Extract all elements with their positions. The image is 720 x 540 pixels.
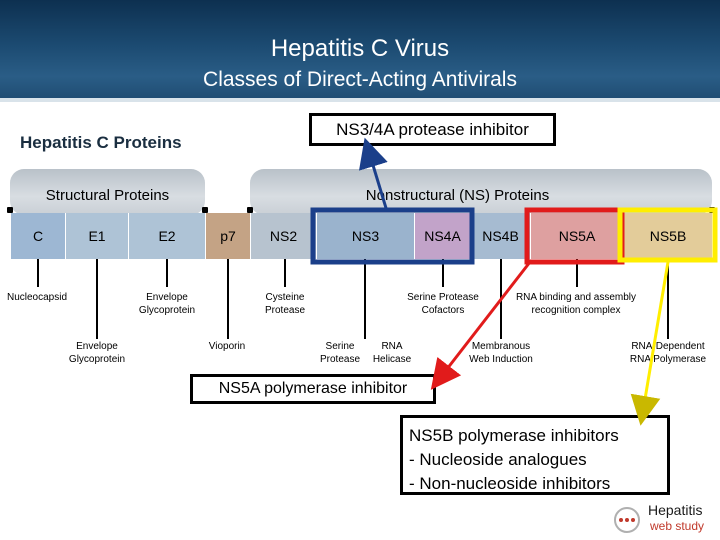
segment-start-marker	[7, 207, 13, 213]
desc-cysteine-protease: Cysteine Protease	[264, 292, 306, 316]
desc-rna-helicase: RNA Helicase	[372, 341, 412, 365]
header-banner	[0, 0, 720, 102]
tick-e2	[166, 259, 168, 287]
segment-p7: p7	[205, 213, 250, 259]
segment-ns5b: NS5B	[623, 213, 712, 259]
desc-membranous-web: Membranous Web Induction	[469, 341, 533, 365]
segment-e2: E2	[128, 213, 205, 259]
tick-ns5a	[576, 259, 578, 287]
segment-ns4b: NS4B	[470, 213, 530, 259]
segment-ns5a: NS5A	[530, 213, 623, 259]
tick-ns4a	[442, 259, 444, 287]
ns3-highlight-frame	[310, 207, 475, 265]
section-title: Hepatitis C Proteins	[20, 133, 182, 152]
ns5a-highlight-frame	[524, 207, 625, 265]
desc-rna-polymerase: RNA-Dependent RNA Polymerase	[629, 341, 707, 365]
segment-c: C	[10, 213, 65, 259]
tick-p7	[227, 259, 229, 339]
tick-ns5b	[667, 259, 669, 339]
nonstructural-proteins-band	[250, 169, 712, 215]
ns5b-callout-item: - Non-nucleoside inhibitors	[409, 474, 611, 493]
tick-ns2	[284, 259, 286, 287]
tick-ns3	[364, 259, 366, 339]
logo-name: Hepatitis	[648, 502, 703, 518]
desc-serine-protease: Serine Protease	[319, 341, 361, 365]
ns5b-callout-arrow	[630, 261, 670, 426]
ns5b-inhibitor-callout: NS5B polymerase inhibitors - Nucleoside …	[400, 415, 670, 495]
nonstructural-proteins-label: Nonstructural (NS) Proteins	[365, 187, 550, 204]
ns5b-callout-item: - Nucleoside analogues	[409, 450, 587, 469]
hepatitis-logo-icon	[614, 507, 640, 533]
tick-c	[37, 259, 39, 287]
desc-nucleocapsid: Nucleocapsid	[6, 292, 68, 303]
desc-envelope-glycoprotein-e2: Envelope Glycoprotein	[138, 292, 196, 316]
segment-marker	[247, 207, 253, 213]
segment-marker	[202, 207, 208, 213]
structural-proteins-band	[10, 169, 205, 215]
desc-envelope-glycoprotein-e1: Envelope Glycoprotein	[68, 341, 126, 365]
desc-rna-binding: RNA binding and assembly recognition com…	[515, 292, 637, 316]
header-divider	[0, 98, 720, 102]
tick-e1	[96, 259, 98, 339]
ns5b-callout-title: NS5B polymerase inhibitors	[409, 426, 619, 445]
logo-subtitle: web study	[650, 519, 705, 533]
desc-viroporin: Vioporin	[208, 341, 246, 352]
ns34a-inhibitor-callout: NS3/4A protease inhibitor	[309, 113, 556, 146]
page-subtitle: Classes of Direct-Acting Antivirals	[203, 68, 517, 91]
structural-proteins-label: Structural Proteins	[45, 187, 170, 204]
segment-e1: E1	[65, 213, 128, 259]
ns5b-highlight-frame	[617, 207, 718, 263]
page-title: Hepatitis C Virus	[270, 35, 450, 62]
ns3-callout-arrow	[359, 137, 388, 209]
segment-ns4a: NS4A	[414, 213, 470, 259]
ns5a-callout-arrow	[430, 261, 532, 390]
segment-ns3: NS3	[316, 213, 414, 259]
segment-ns2: NS2	[250, 213, 316, 259]
desc-serine-protease-cofactors: Serine Protease Cofactors	[407, 292, 479, 316]
ns5a-inhibitor-callout: NS5A polymerase inhibitor	[190, 374, 436, 404]
